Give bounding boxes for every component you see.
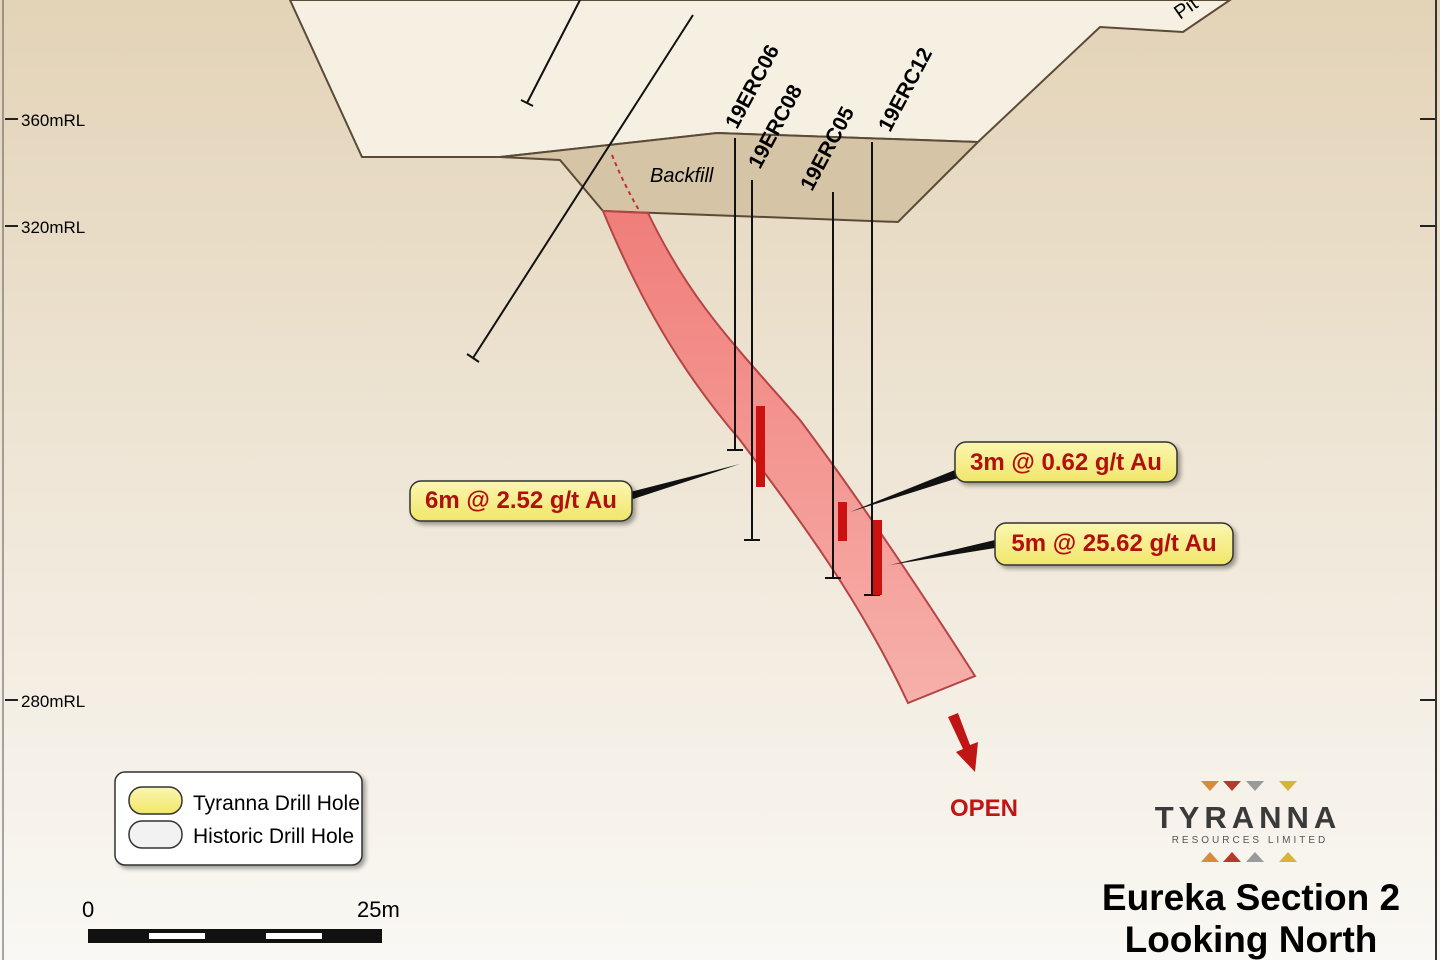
logo-subtitle: RESOURCES LIMITED (1172, 835, 1329, 846)
level-label-320: 320mRL (21, 218, 85, 237)
level-label-280: 280mRL (21, 692, 85, 711)
ore-projection (611, 154, 641, 213)
intercept-label-1: 6m @ 2.52 g/t Au (425, 487, 617, 514)
open-label: OPEN (950, 795, 1018, 822)
callout-box (994, 522, 1234, 566)
scale-bar: 0 25m (82, 897, 400, 943)
logo-name: TYRANNA (1155, 800, 1342, 835)
tyranna-drill-holes (727, 138, 880, 596)
callout-leaders (630, 464, 995, 565)
intercepts (756, 406, 882, 595)
legend-swatch-tyranna (128, 786, 183, 815)
scale-start-label: 0 (82, 897, 94, 922)
section-subtitle: Looking North (1125, 919, 1378, 960)
section-title: Eureka Section 2 (1102, 877, 1400, 918)
tyranna-logo: TYRANNA RESOURCES LIMITED (1155, 781, 1342, 862)
intercept-label-3: 5m @ 25.62 g/t Au (1011, 530, 1216, 557)
legend-swatch-historic (128, 820, 183, 849)
callout-box (954, 441, 1178, 483)
level-label-360: 360mRL (21, 111, 85, 130)
historic-drill-holes (466, 0, 694, 363)
backfill-label: Backfill (650, 165, 714, 187)
intercept-label-2: 3m @ 0.62 g/t Au (970, 449, 1162, 476)
legend-label-historic: Historic Drill Hole (193, 825, 354, 848)
legend-label-tyranna: Tyranna Drill Hole (193, 792, 360, 815)
callout-box (409, 480, 633, 522)
open-arrow-icon (948, 713, 978, 772)
legend: Tyranna Drill Hole Historic Drill Hole (114, 771, 363, 866)
scale-end-label: 25m (357, 897, 400, 922)
